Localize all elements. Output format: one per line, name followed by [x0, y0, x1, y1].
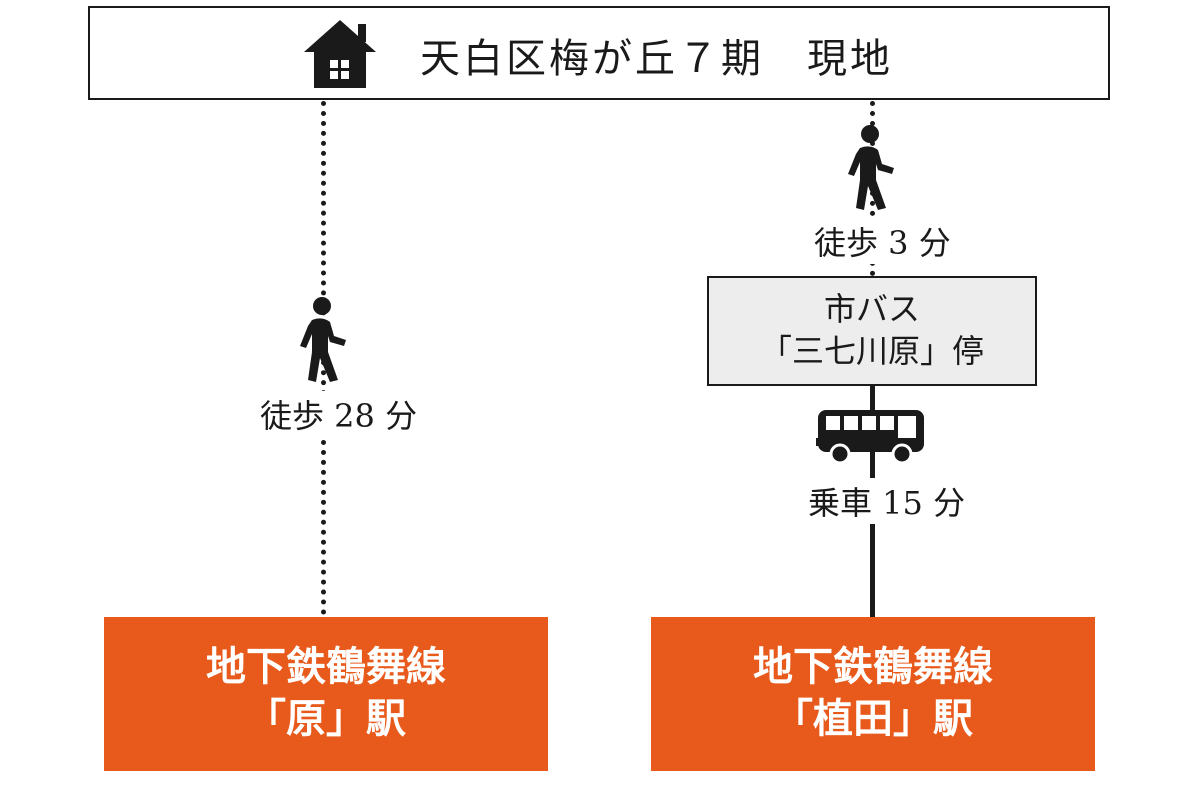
station-name: 「植田」駅	[773, 695, 973, 742]
right-walk-label: 徒歩 3 分	[812, 218, 953, 264]
station-name: 「原」駅	[246, 695, 406, 742]
site-title: 天白区梅が丘７期 現地	[420, 36, 893, 82]
station-line-name: 地下鉄鶴舞線	[206, 643, 446, 690]
station-hara: 地下鉄鶴舞線 「原」駅	[104, 617, 548, 771]
bus-ride-label: 乗車 15 分	[806, 478, 968, 524]
station-ueda: 地下鉄鶴舞線 「植田」駅	[651, 617, 1095, 771]
walking-person-icon	[848, 124, 900, 216]
bus-stop-line1: 市バス	[823, 290, 920, 328]
site-box	[88, 6, 1110, 100]
bus-icon	[816, 408, 928, 470]
bus-stop-line2: 「三七川原」停	[759, 332, 984, 370]
left-walk-label: 徒歩 28 分	[258, 391, 420, 437]
station-line-name: 地下鉄鶴舞線	[753, 643, 993, 690]
house-icon	[302, 18, 378, 94]
bus-stop-box: 市バス 「三七川原」停	[707, 276, 1037, 386]
walking-person-icon	[300, 296, 352, 388]
